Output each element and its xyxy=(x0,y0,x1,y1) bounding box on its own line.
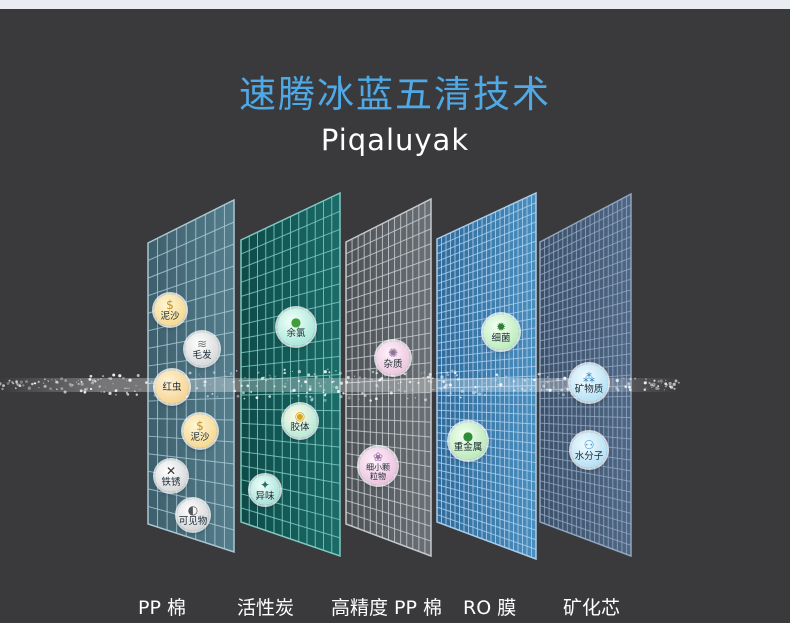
odor-icon: ✦ xyxy=(259,477,271,492)
contaminant-badge: ❀细小颗粒物 xyxy=(359,447,397,485)
contaminant-badge: ⚇水分子 xyxy=(571,432,607,468)
contaminant-label: 细小颗粒物 xyxy=(366,463,390,481)
chlorine-icon: ● xyxy=(290,314,302,329)
filter-layer-name: 矿化芯 xyxy=(563,597,621,619)
contaminant-badge: $泥沙 xyxy=(154,294,186,326)
sand-icon: $ xyxy=(166,297,174,312)
hair-icon: ≋ xyxy=(196,336,208,351)
contaminant-badge: 红虫 xyxy=(155,370,189,404)
contaminant-label: 细菌 xyxy=(491,332,511,344)
page-subtitle: Piqaluyak xyxy=(320,123,470,157)
filter-layer-name: PP 棉 xyxy=(138,597,186,619)
bacteria-icon: ✹ xyxy=(495,319,507,334)
sand-icon: $ xyxy=(196,418,204,433)
contaminant-label: 泥沙 xyxy=(160,310,180,322)
top-bar xyxy=(0,0,790,9)
heavy-metal-icon: ● xyxy=(462,428,474,443)
contaminant-label: 铁锈 xyxy=(161,476,181,488)
contaminant-label: 杂质 xyxy=(383,358,403,370)
contaminant-label: 泥沙 xyxy=(190,431,210,443)
contaminant-badge: ◐可见物 xyxy=(177,499,209,531)
contaminant-badge: $泥沙 xyxy=(183,414,217,448)
contaminant-label: 矿物质 xyxy=(574,383,604,395)
contaminant-label: 重金属 xyxy=(453,441,483,453)
contaminant-badge: ≋毛发 xyxy=(185,332,219,366)
contaminant-badge: ✕铁锈 xyxy=(155,460,187,492)
debris-icon: ◐ xyxy=(187,502,199,517)
contaminant-label: 毛发 xyxy=(192,349,212,361)
contaminant-badge: ◉胶体 xyxy=(283,404,317,438)
filter-panel-4 xyxy=(436,191,537,561)
contaminant-label: 胶体 xyxy=(290,421,310,433)
contaminant-badge: ●重金属 xyxy=(449,422,487,460)
contaminant-label: 余氯 xyxy=(286,327,306,339)
filter-panel-3 xyxy=(345,197,432,558)
mineral-icon: ⁂ xyxy=(583,370,595,385)
contaminant-badge: ✺杂质 xyxy=(376,341,410,375)
contaminant-badge: ✦异味 xyxy=(250,475,280,505)
rust-icon: ✕ xyxy=(165,463,177,478)
contaminant-label: 水分子 xyxy=(574,450,604,462)
contaminant-badge: ✹细菌 xyxy=(483,314,519,350)
contaminant-badge: ⁂矿物质 xyxy=(570,364,608,402)
contaminant-label: 异味 xyxy=(255,490,275,502)
colloid-icon: ◉ xyxy=(294,408,306,423)
particle-icon: ❀ xyxy=(372,450,384,464)
filter-layer-name: 高精度 PP 棉 xyxy=(331,597,442,619)
filter-layer-name: RO 膜 xyxy=(463,597,517,619)
filter-layer-name: 活性炭 xyxy=(237,597,295,619)
water-molecule-icon: ⚇ xyxy=(583,437,595,452)
contaminant-label: 红虫 xyxy=(162,381,182,393)
page-title: 速腾冰蓝五清技术 xyxy=(239,73,551,116)
contaminant-label: 可见物 xyxy=(178,515,208,527)
impurity-icon: ✺ xyxy=(387,345,399,360)
contaminant-badge: ●余氯 xyxy=(277,308,315,346)
